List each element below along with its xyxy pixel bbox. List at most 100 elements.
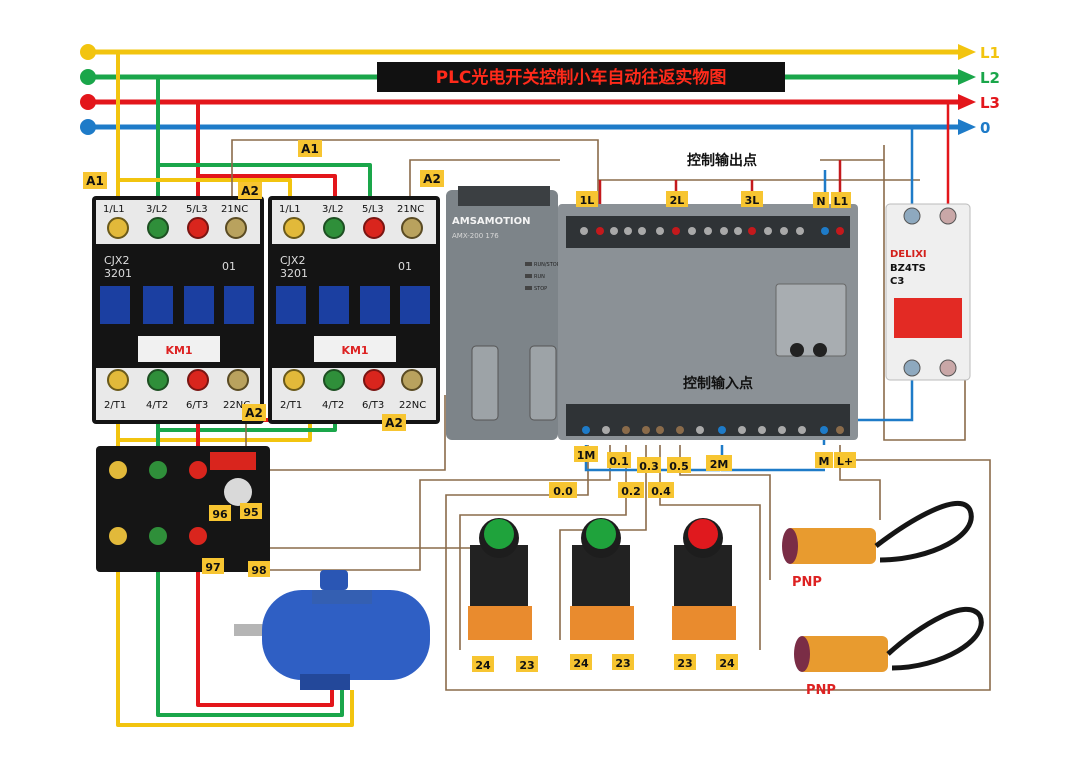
motor-shaft (234, 624, 270, 636)
terminal-tag: 24 (719, 657, 735, 670)
contact-window (143, 286, 173, 324)
arrow-right-icon (958, 119, 976, 135)
terminal-label: 6/T3 (186, 400, 208, 411)
input-label: 0.0 (553, 485, 573, 498)
page-title: PLC光电开关控制小车自动往返实物图 (436, 67, 727, 88)
power-bus: L1 L2 L3 0 (80, 44, 1000, 137)
model-label: CJX2 (104, 254, 129, 267)
bus-start-dot (80, 44, 96, 60)
terminal-label: 3/L2 (322, 204, 344, 215)
input-label: L+ (837, 455, 853, 468)
bus-label-l2: L2 (980, 69, 1000, 87)
output-label: 3L (745, 194, 760, 207)
title-box (377, 62, 785, 92)
coil-tag (420, 170, 444, 187)
breaker-handle[interactable] (894, 298, 962, 338)
terminal-tag: 24 (475, 659, 491, 672)
terminal-label: 21NC (397, 204, 424, 215)
led-indicator (525, 286, 532, 290)
led-label: RUN/STOP (534, 262, 560, 268)
input-label: 0.2 (621, 485, 641, 498)
sensor-label: PNP (806, 683, 836, 698)
bus-start-dot (80, 119, 96, 135)
terminal-label: 22NC (223, 400, 250, 411)
bus-label-l3: L3 (980, 94, 1000, 112)
start-button-1[interactable]: 24 23 (468, 518, 538, 672)
terminal-tag: 24 (573, 657, 589, 670)
bus-label-neutral: 0 (980, 119, 990, 137)
plc: AMSAMOTION AMX-200 176 RUN/STOP RUN STOP… (446, 152, 858, 440)
terminal-screw (939, 207, 957, 225)
coil-tag (242, 404, 266, 421)
contact-window (400, 286, 430, 324)
output-labels: 1L 2L 3L N L1 (576, 191, 851, 208)
input-labels: 1M 0.1 0.3 0.5 2M M L+ 0.0 0.2 0.4 (549, 446, 856, 498)
model-label: CJX2 (280, 254, 305, 267)
terminal-label: 2/T1 (104, 400, 126, 411)
coil-tag (382, 414, 406, 431)
terminal-tag: 23 (615, 657, 630, 670)
input-label: 0.1 (609, 455, 629, 468)
terminal-screws (107, 217, 247, 239)
led-indicator (525, 262, 532, 266)
bus-start-dot (80, 94, 96, 110)
plc-model: AMX-200 176 (452, 232, 499, 240)
terminal-screw (903, 207, 921, 225)
test-button[interactable] (210, 452, 256, 470)
expansion-slot (775, 283, 847, 357)
input-label: 0.4 (651, 485, 671, 498)
button-cap[interactable] (688, 519, 718, 549)
model-label: 3201 (104, 267, 132, 280)
led-label: RUN (534, 274, 545, 280)
reset-dial[interactable] (224, 478, 252, 506)
coil-label: A2 (423, 172, 441, 186)
bus-start-dot (80, 69, 96, 85)
start-button-2[interactable]: 24 23 (570, 518, 634, 670)
coil-label: A2 (385, 416, 403, 430)
input-label: M (819, 455, 830, 468)
breaker-rating: C3 (890, 276, 904, 287)
breaker-brand: DELIXI (890, 249, 927, 260)
coil-label: A1 (301, 142, 319, 156)
circuit-breaker: DELIXI BZ4TS C3 (885, 203, 971, 381)
terminal-tag: 96 (212, 508, 228, 521)
terminal-screw (903, 359, 921, 377)
contact-window (184, 286, 214, 324)
arrow-right-icon (958, 69, 976, 85)
output-screws (580, 227, 844, 235)
input-points-title: 控制输入点 (683, 375, 753, 392)
terminal-tag: 97 (205, 561, 220, 574)
control-wiring (231, 139, 991, 691)
contact-window (100, 286, 130, 324)
arrow-right-icon (958, 94, 976, 110)
plc-brand: AMSAMOTION (452, 216, 531, 227)
terminal-label: 6/T3 (362, 400, 384, 411)
terminal-screw (939, 359, 957, 377)
output-label: L1 (834, 195, 849, 208)
terminal-tag: 23 (519, 659, 534, 672)
led-label: STOP (534, 286, 547, 292)
button-cap[interactable] (586, 519, 616, 549)
serial-port (529, 345, 557, 421)
input-label: 0.5 (669, 460, 689, 473)
name-plate (314, 336, 396, 362)
photoelectric-sensor-1: PNP (782, 501, 974, 590)
input-label: 1M (577, 449, 596, 462)
contactor-2: 1/L1 3/L2 5/L3 21NC CJX2 3201 01 KM1 2/T… (268, 196, 440, 424)
input-label: 0.3 (639, 460, 659, 473)
coil-label: A1 (86, 174, 104, 188)
contactor-1: 1/L1 3/L2 5/L3 21NC CJX2 3201 01 KM1 2/T… (92, 196, 264, 424)
photoelectric-sensor-2: PNP (794, 606, 984, 698)
model-label: 3201 (280, 267, 308, 280)
terminal-label: 4/T2 (146, 400, 168, 411)
stop-button[interactable]: 23 24 (672, 518, 738, 670)
terminal-label: 5/L3 (362, 204, 384, 215)
output-label: 1L (580, 194, 595, 207)
terminal-label: 4/T2 (322, 400, 344, 411)
button-cap[interactable] (484, 519, 514, 549)
coil-label: A2 (241, 184, 259, 198)
terminal-tag: 98 (251, 564, 266, 577)
contact-window (276, 286, 306, 324)
terminal-label: 22NC (399, 400, 426, 411)
